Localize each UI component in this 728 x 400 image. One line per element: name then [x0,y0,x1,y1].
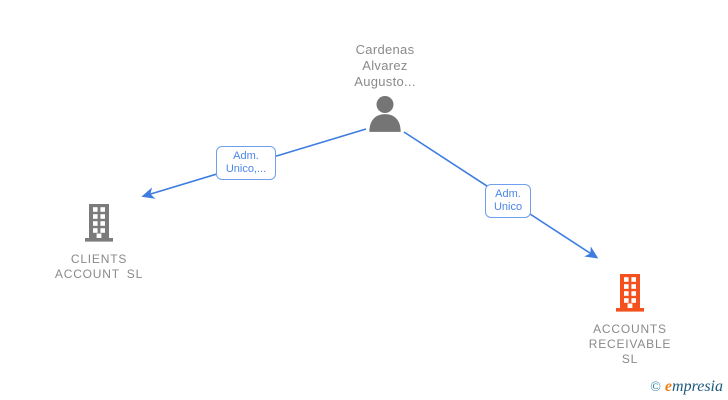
edge-label-adm-unico-clients[interactable]: Adm. Unico,... [216,146,276,180]
edge-label-adm-unico-accounts[interactable]: Adm. Unico [485,184,531,218]
building-icon [85,204,113,242]
company-name: CLIENTS ACCOUNT SL [54,252,144,281]
brand-name: empresia [664,378,723,395]
copyright-icon: © [650,380,661,395]
company-node-clients-account[interactable]: CLIENTS ACCOUNT SL [49,204,149,282]
person-icon [365,95,405,132]
person-name: Cardenas Alvarez Augusto... [354,42,416,89]
empresia-logo[interactable]: © empresia [650,377,723,398]
building-icon [616,274,644,312]
company-name: ACCOUNTS RECEIVABLE SL [588,322,672,366]
person-node[interactable]: Cardenas Alvarez Augusto... [345,42,425,137]
company-node-accounts-receivable[interactable]: ACCOUNTS RECEIVABLE SL [580,274,680,367]
